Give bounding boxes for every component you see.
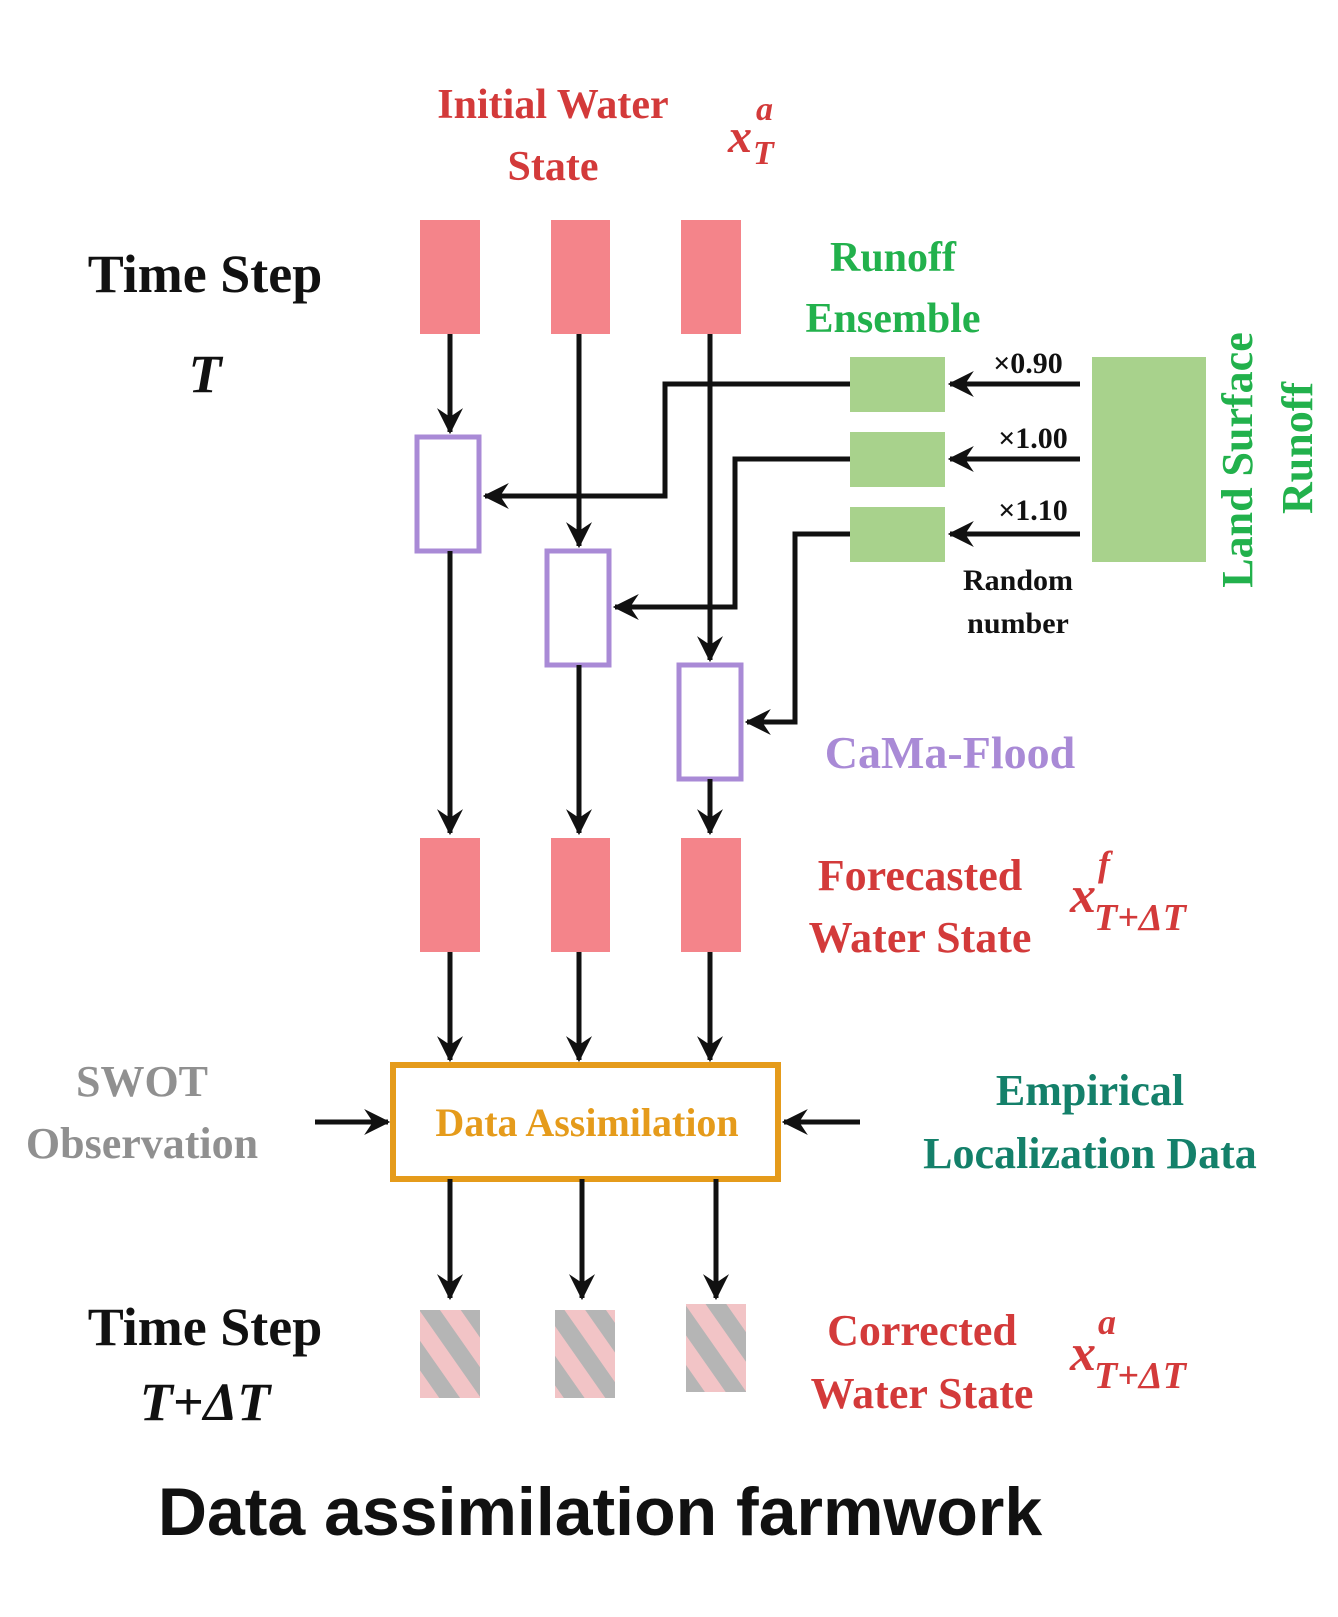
corrected-label-line1: Corrected — [827, 1306, 1017, 1355]
figure-caption: Data assimilation farmwork — [158, 1474, 1042, 1550]
corrected-state-box-1 — [420, 1310, 480, 1398]
corrected-state-box-2 — [555, 1310, 615, 1398]
scale-factor-3: ×1.10 — [998, 494, 1068, 527]
cama-flood-label: CaMa-Flood — [825, 727, 1076, 778]
random-number-label-line2: number — [967, 607, 1069, 640]
forecast-state-box-3 — [681, 838, 741, 952]
initial-state-label-line1: Initial Water — [437, 82, 668, 128]
swot-label-line2: Observation — [26, 1119, 258, 1168]
scale-factor-1: ×0.90 — [993, 347, 1063, 380]
time-step-bottom-symbol: T+ΔT — [140, 1372, 273, 1432]
swot-label-line1: SWOT — [76, 1057, 208, 1106]
arrow-runoff-to-model-3 — [744, 531, 850, 735]
arrow-runoff-to-model-2 — [612, 456, 850, 620]
scale-factor-2: ×1.00 — [998, 422, 1068, 455]
initial-state-label-line2: State — [508, 144, 599, 190]
runoff-ensemble-label-line1: Runoff — [830, 235, 957, 281]
empirical-label-line1: Empirical — [996, 1066, 1184, 1115]
forecast-label-line2: Water State — [809, 913, 1032, 962]
time-step-bottom-label: Time Step — [88, 1297, 323, 1357]
land-surface-label-line2: Runoff — [1273, 381, 1322, 514]
corrected-state-box-3 — [686, 1304, 746, 1392]
model-box-3 — [676, 662, 744, 782]
random-number-label-line1: Random — [963, 564, 1073, 597]
data-assimilation-label: Data Assimilation — [435, 1100, 738, 1145]
land-surface-label-line1: Land Surface — [1213, 332, 1262, 587]
arrow-runoff-to-model-1 — [482, 381, 850, 509]
corrected-label-line2: Water State — [811, 1369, 1034, 1418]
forecast-state-box-2 — [551, 838, 610, 952]
data-assimilation-box — [390, 1062, 781, 1182]
forecast-state-box-1 — [420, 838, 480, 952]
time-step-top-symbol: T — [189, 344, 224, 404]
model-box-2 — [544, 548, 612, 668]
forecast-label-line1: Forecasted — [818, 851, 1022, 900]
runoff-member-box-2 — [850, 432, 945, 487]
initial-state-box-2 — [551, 220, 610, 334]
time-step-top-label: Time Step — [88, 244, 323, 304]
runoff-ensemble-label-line2: Ensemble — [805, 296, 980, 342]
runoff-member-box-1 — [850, 357, 945, 412]
runoff-member-box-3 — [850, 507, 945, 562]
land-surface-runoff-box — [1092, 357, 1206, 562]
empirical-label-line2: Localization Data — [923, 1129, 1257, 1178]
model-box-1 — [414, 434, 482, 554]
initial-state-box-3 — [681, 220, 741, 334]
initial-state-box-1 — [420, 220, 480, 334]
